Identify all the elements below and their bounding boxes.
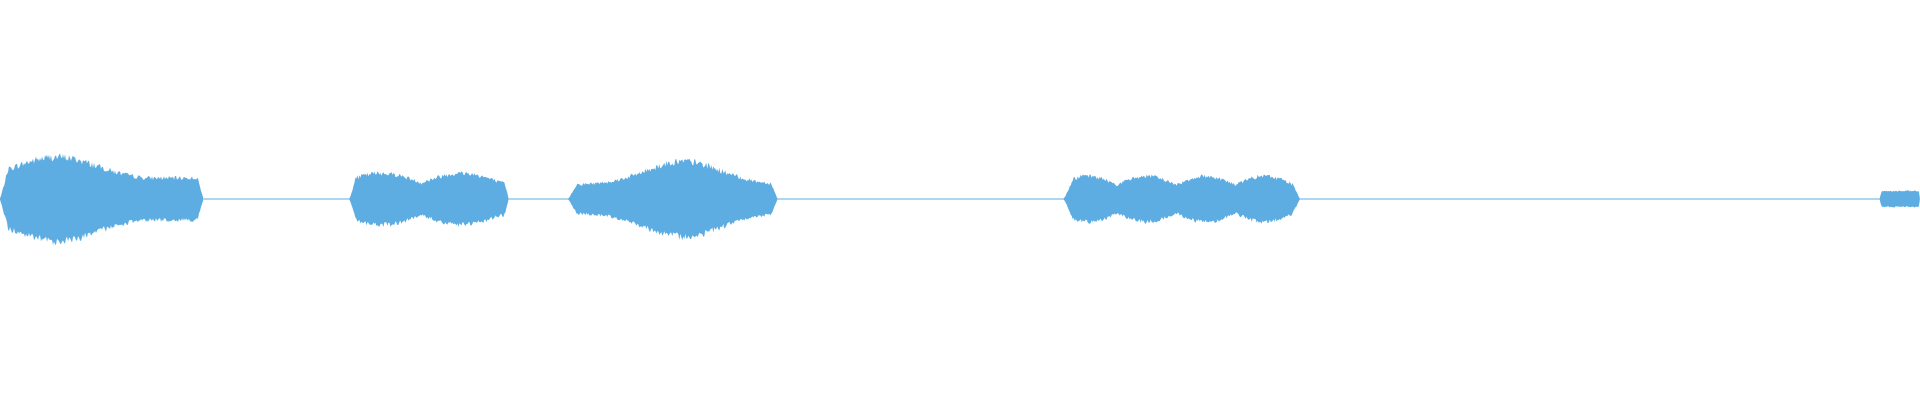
waveform-clip-5 [1879, 190, 1920, 208]
waveform-clip-1 [0, 153, 203, 245]
waveform-clip-2 [349, 171, 509, 227]
audio-clips [0, 153, 1920, 245]
waveform-clip-3 [568, 158, 778, 241]
waveform-clip-4 [1063, 174, 1300, 224]
